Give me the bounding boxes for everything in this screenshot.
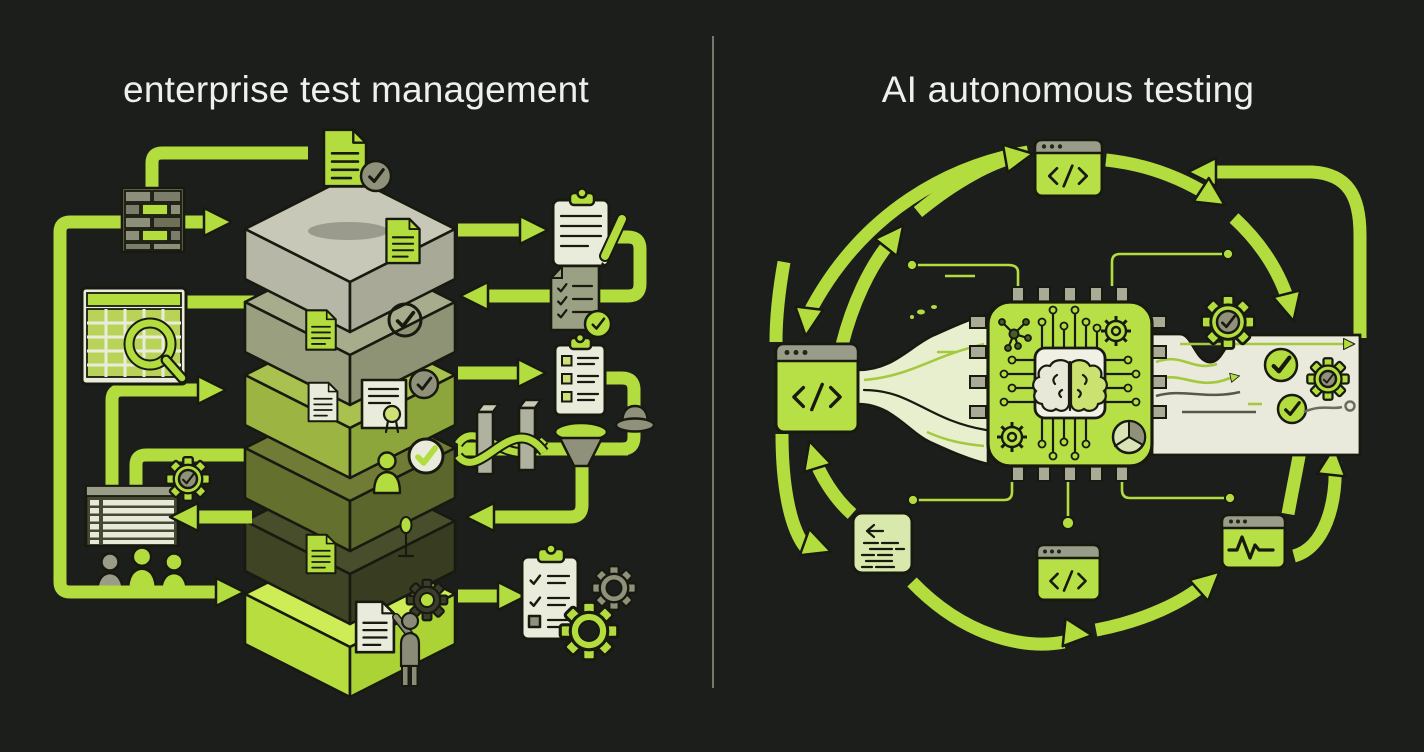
checklist-gears-clipboard-icon bbox=[520, 543, 638, 662]
approved-document-icon bbox=[322, 128, 393, 193]
document-shadow bbox=[308, 222, 388, 240]
chip-pins bbox=[969, 286, 1167, 482]
thread-weave-icon bbox=[453, 398, 549, 476]
layer4-person-check-icon bbox=[372, 437, 445, 495]
check-circle-icon bbox=[1263, 347, 1299, 383]
magnifier-icon bbox=[123, 317, 188, 384]
right-panel-title: AI autonomous testing bbox=[881, 68, 1255, 110]
arrow-to-report bbox=[168, 501, 252, 533]
left-panel-title: enterprise test management bbox=[123, 68, 589, 110]
arrow-to-base-layer bbox=[70, 576, 246, 608]
layer2-document-icon bbox=[305, 309, 337, 351]
striped-report-table-icon bbox=[84, 455, 212, 548]
gears-icon bbox=[558, 564, 638, 662]
code-window-top bbox=[1033, 138, 1104, 198]
cycle-arcs bbox=[769, 138, 1367, 651]
ai-chip bbox=[969, 286, 1167, 482]
checked-review-document-icon bbox=[549, 264, 613, 339]
code-window-bottom bbox=[1035, 543, 1102, 602]
clipboard-pencil-icon bbox=[551, 187, 628, 268]
gear-check-badge-icon bbox=[164, 455, 212, 503]
pulse-icon bbox=[1227, 535, 1275, 560]
node-connector-lines bbox=[906, 248, 1236, 530]
worker-person-icon bbox=[392, 611, 421, 687]
ai-cycle-illustration bbox=[769, 138, 1367, 651]
gear-check-icon bbox=[1306, 357, 1350, 401]
code-window-left bbox=[774, 342, 860, 434]
check-circle-icon bbox=[1276, 393, 1308, 425]
layer1-document-icon bbox=[385, 217, 421, 265]
certificate-icon bbox=[360, 368, 440, 434]
layer3-document-icon bbox=[307, 381, 339, 423]
pie-chart-icon bbox=[1111, 419, 1147, 455]
data-stream bbox=[856, 312, 990, 466]
document-gear-worker-icon bbox=[354, 578, 449, 687]
hat-valve-icon bbox=[614, 404, 656, 433]
gear-check-badge-icon bbox=[1200, 294, 1256, 350]
circuit-traces bbox=[999, 305, 1141, 461]
spreadsheet-magnifier-icon bbox=[80, 286, 188, 386]
pulse-monitor-window bbox=[1220, 513, 1287, 570]
results-strip bbox=[1150, 294, 1362, 457]
layer2-check-icon bbox=[387, 302, 423, 338]
paint-specks bbox=[910, 305, 937, 319]
panel-divider bbox=[712, 36, 714, 688]
layer5-document-icon bbox=[305, 533, 337, 575]
task-clipboard-checkboxes-icon bbox=[553, 332, 607, 417]
molecule-icon bbox=[998, 318, 1032, 352]
firewall-bricks-icon bbox=[120, 186, 186, 254]
script-notes-icon bbox=[851, 511, 914, 575]
funnel-icon bbox=[553, 421, 609, 468]
brain-icon bbox=[1032, 359, 1108, 412]
enterprise-stack-illustration bbox=[53, 128, 656, 699]
layer5-indicator-icon bbox=[397, 516, 415, 558]
